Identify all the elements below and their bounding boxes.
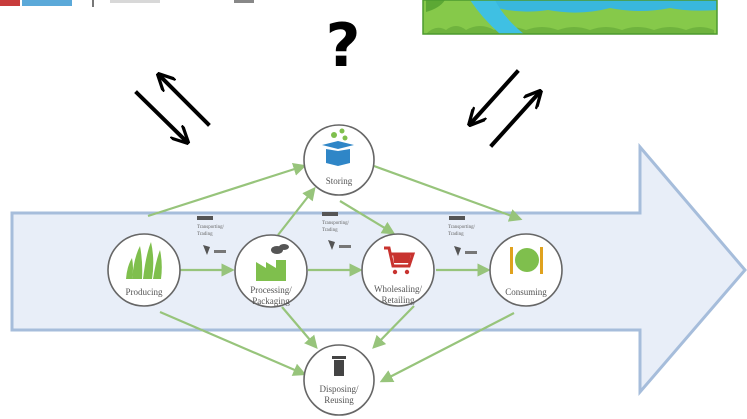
producing-label: Producing bbox=[126, 287, 163, 297]
storing-label: Storing bbox=[326, 176, 353, 186]
top-left-logo-fragment bbox=[0, 0, 254, 7]
transport-label-1: Transporting/ Trading bbox=[197, 216, 226, 255]
wholesaling-node: Wholesaling/ Retailing bbox=[361, 233, 435, 307]
processing-node: Processing/ Packaging bbox=[234, 234, 308, 308]
green-edges bbox=[147, 162, 523, 383]
plate-icon bbox=[510, 247, 543, 274]
wholesaling-label-line2: Retailing bbox=[382, 295, 415, 305]
wholesaling-label-line1: Wholesaling/ bbox=[374, 284, 422, 294]
transport-label-3-line1: Transporting/ bbox=[448, 225, 476, 230]
storing-node: Storing bbox=[303, 124, 375, 196]
processing-label-line1: Processing/ bbox=[250, 285, 292, 295]
trash-icon bbox=[332, 356, 346, 376]
disposing-label-line1: Disposing/ bbox=[319, 384, 359, 394]
shopping-cart-icon bbox=[384, 246, 416, 275]
right-double-arrow-icon bbox=[472, 69, 538, 148]
consuming-label: Consuming bbox=[505, 287, 547, 297]
consuming-node: Consuming bbox=[489, 233, 563, 307]
question-mark: ? bbox=[326, 11, 361, 81]
transport-label-2-line1: Transporting/ bbox=[322, 221, 350, 226]
transport-label-3: Transporting/ Trading bbox=[448, 216, 477, 256]
transport-label-2: Transporting/ Trading bbox=[322, 212, 351, 250]
transport-label-1-line2: Trading bbox=[197, 232, 213, 237]
factory-icon bbox=[256, 244, 289, 281]
transport-label-3-line2: Trading bbox=[448, 232, 464, 237]
crop-icon bbox=[126, 242, 162, 279]
disposing-node: Disposing/ Reusing bbox=[303, 344, 375, 416]
processing-label-line2: Packaging bbox=[252, 296, 290, 306]
transport-label-1-line1: Transporting/ bbox=[197, 225, 225, 230]
transport-label-2-line2: Trading bbox=[322, 228, 338, 233]
disposing-label-line2: Reusing bbox=[324, 395, 354, 405]
left-double-arrow-icon bbox=[134, 77, 211, 140]
box-icon bbox=[322, 128, 354, 166]
top-right-landscape-image bbox=[422, 0, 718, 35]
producing-node: Producing bbox=[107, 233, 181, 307]
